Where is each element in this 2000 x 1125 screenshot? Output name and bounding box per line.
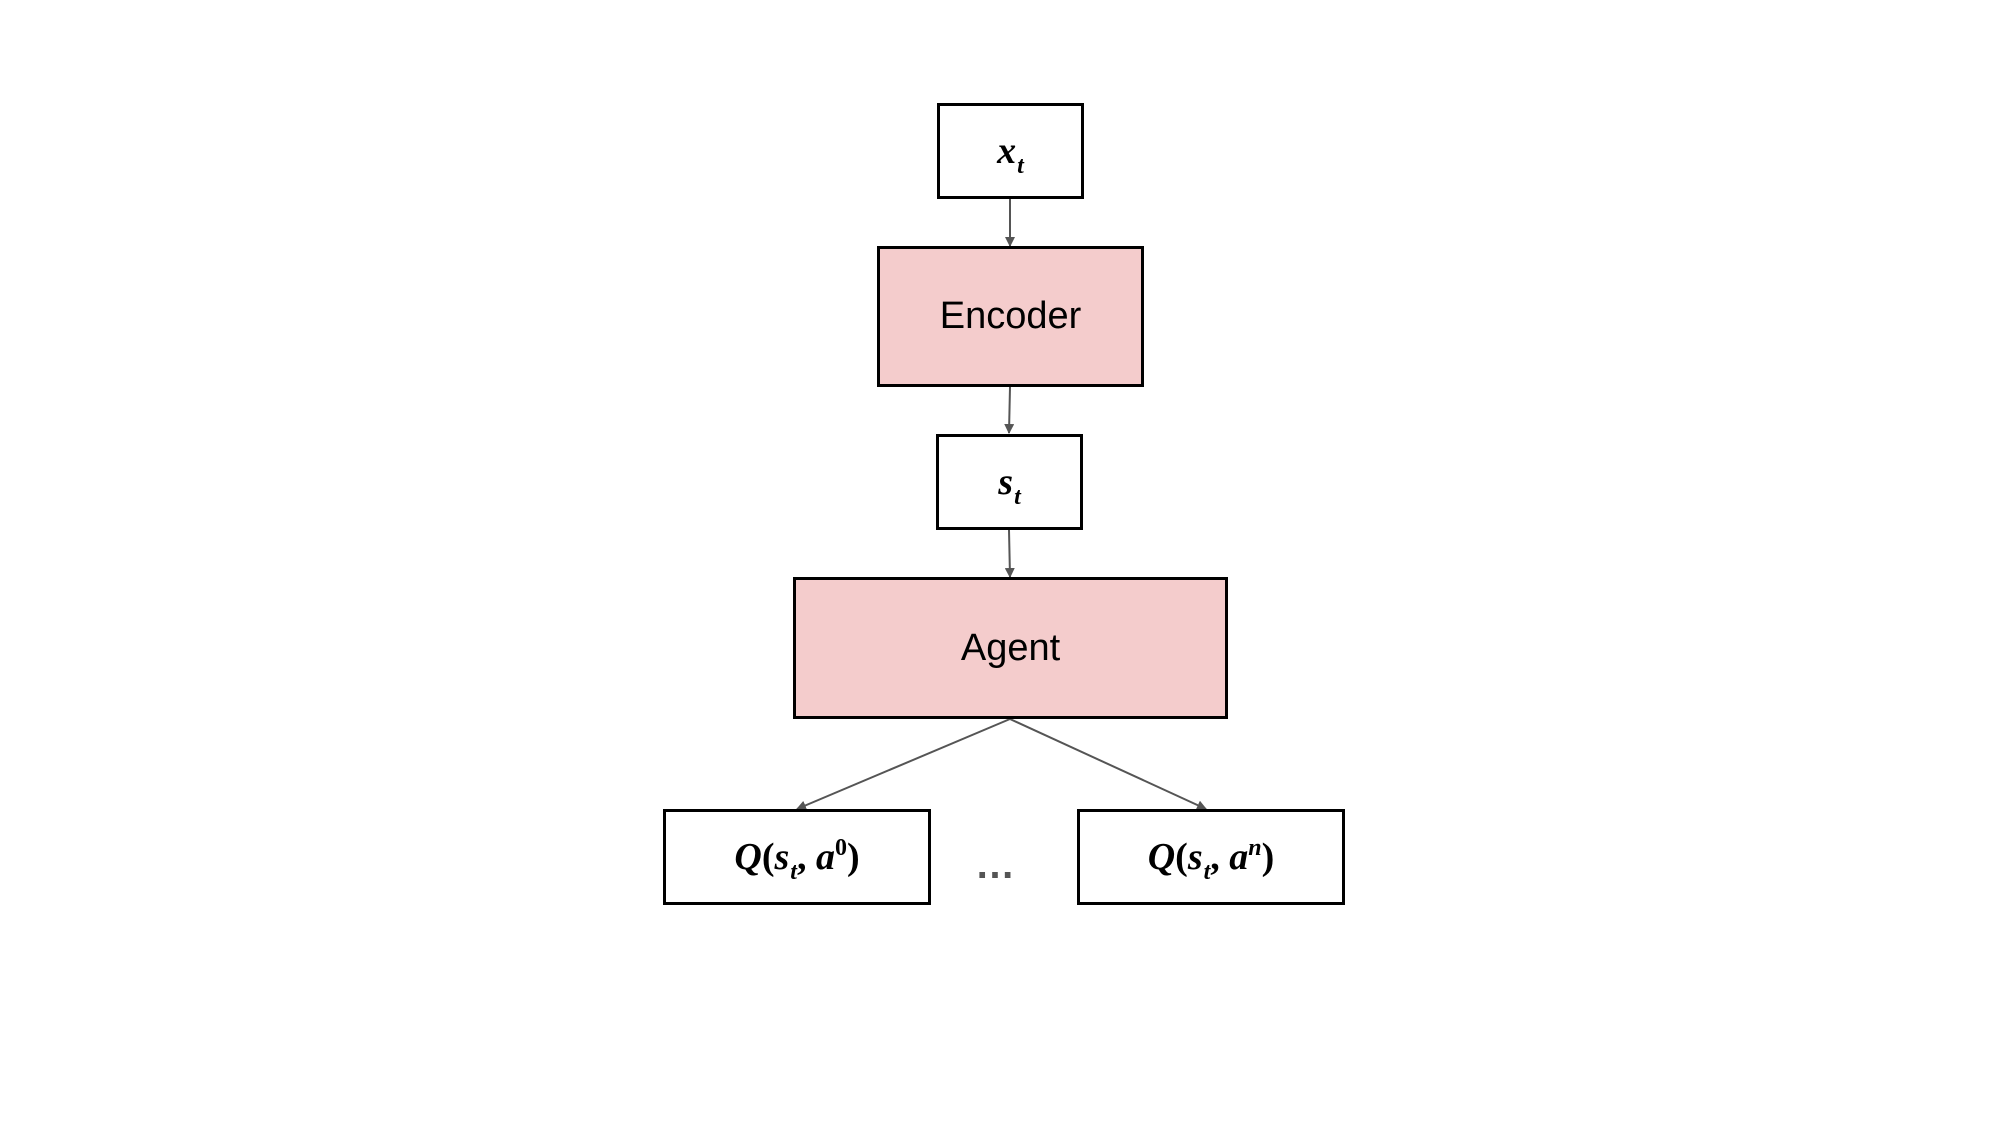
q-first-action: a [815, 836, 835, 878]
agent-label: Agent [960, 626, 1061, 669]
state-symbol: s [998, 461, 1014, 503]
state-node: st [936, 434, 1083, 530]
q-first-state-sub: t [790, 859, 797, 885]
q-last-open: ( [1175, 836, 1188, 878]
q-value-first-label: Q(st, a0) [734, 835, 860, 885]
ellipsis: … [975, 843, 1017, 887]
input-node: xt [937, 103, 1084, 199]
q-first-action-sup: 0 [834, 835, 847, 861]
input-subscript: t [1017, 153, 1024, 179]
arrow-encoder-to-state [1004, 386, 1015, 434]
encoder-block: Encoder [877, 246, 1144, 387]
q-last-func: Q [1147, 836, 1176, 878]
arrow-agent-to-q-last [1009, 718, 1207, 810]
arrow-state-to-agent [1004, 529, 1015, 578]
input-label: xt [997, 129, 1024, 179]
arrow-agent-to-q-first [796, 718, 1011, 811]
q-last-action-sup: n [1248, 835, 1262, 861]
q-first-open: ( [761, 836, 775, 878]
q-last-action: a [1229, 836, 1249, 878]
q-last-state-sub: t [1203, 859, 1211, 885]
state-subscript: t [1014, 484, 1021, 510]
q-last-sep: , [1210, 836, 1220, 878]
q-last-state: s [1187, 836, 1203, 878]
q-first-sep: , [796, 836, 807, 878]
q-value-last-label: Q(st, an) [1147, 835, 1275, 885]
encoder-label: Encoder [939, 295, 1082, 337]
q-first-state: s [774, 836, 790, 878]
state-label: st [998, 460, 1020, 510]
q-value-first-node: Q(st, a0) [663, 809, 931, 905]
q-first-func: Q [734, 836, 762, 878]
q-last-close: ) [1261, 836, 1275, 878]
agent-block: Agent [793, 577, 1228, 719]
q-value-last-node: Q(st, an) [1077, 809, 1345, 905]
q-first-close: ) [846, 836, 860, 878]
input-symbol: x [997, 130, 1017, 172]
